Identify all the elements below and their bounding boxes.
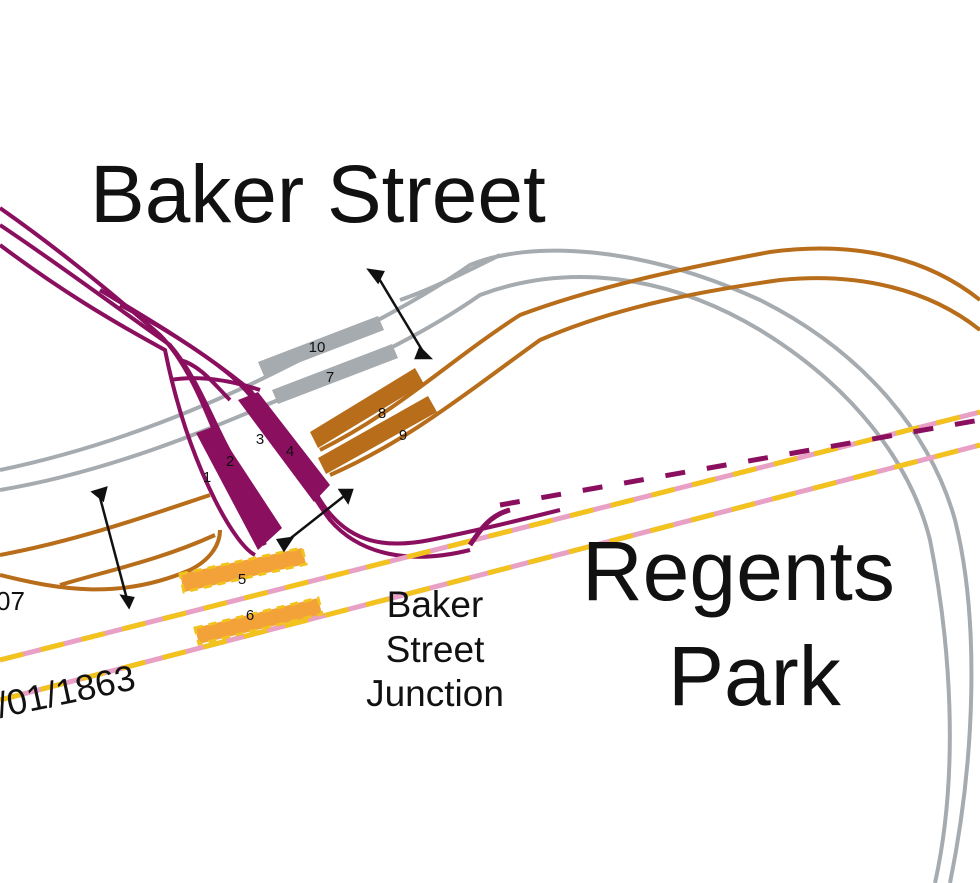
platform-7 <box>272 344 398 404</box>
platform-number-4: 4 <box>286 443 294 460</box>
platform-number-6: 6 <box>246 607 254 624</box>
platform-5 <box>178 546 308 594</box>
platform-number-10: 10 <box>309 339 326 356</box>
platform-number-7: 7 <box>326 369 334 386</box>
platform-number-1: 1 <box>203 469 211 486</box>
platform-8 <box>310 368 424 448</box>
platform-9 <box>318 396 437 474</box>
metropolitan-tracks <box>0 206 561 559</box>
station-name-baker-street: Baker Street <box>90 149 546 240</box>
junction-label-line2: Street <box>386 629 485 670</box>
platform-number-3: 3 <box>256 431 264 448</box>
junction-label-line3: Junction <box>366 673 504 714</box>
platform-numbers: 1 2 3 4 5 6 7 8 9 10 <box>203 339 407 624</box>
partial-label: 07 <box>0 586 25 616</box>
arrowhead-icon <box>337 488 354 505</box>
platform-10 <box>258 316 384 376</box>
arrowhead-icon <box>414 345 434 360</box>
junction-label-line1: Baker <box>387 584 484 625</box>
boundary-marker-south <box>281 492 349 546</box>
opening-date-label: /01/1863 <box>0 657 139 726</box>
platform-number-5: 5 <box>238 571 246 588</box>
boundary-markers <box>90 268 434 610</box>
platform-number-2: 2 <box>226 453 234 470</box>
bakerloo-tracks <box>0 246 980 592</box>
platforms <box>178 316 437 646</box>
platform-number-8: 8 <box>378 405 386 422</box>
arrowhead-icon <box>90 486 108 503</box>
platform-number-9: 9 <box>399 427 407 444</box>
arrowhead-icon <box>119 594 135 610</box>
arrowhead-icon <box>275 536 295 553</box>
boundary-marker-west <box>96 489 130 604</box>
station-name-regents: Regents <box>582 524 895 618</box>
platform-6 <box>193 596 324 646</box>
circle-tracks <box>0 409 980 703</box>
boundary-marker-north <box>373 271 427 356</box>
platform-1-2 <box>196 426 282 550</box>
arrowhead-icon <box>366 268 385 285</box>
station-name-park: Park <box>668 629 842 723</box>
platform-3-4 <box>238 392 330 502</box>
